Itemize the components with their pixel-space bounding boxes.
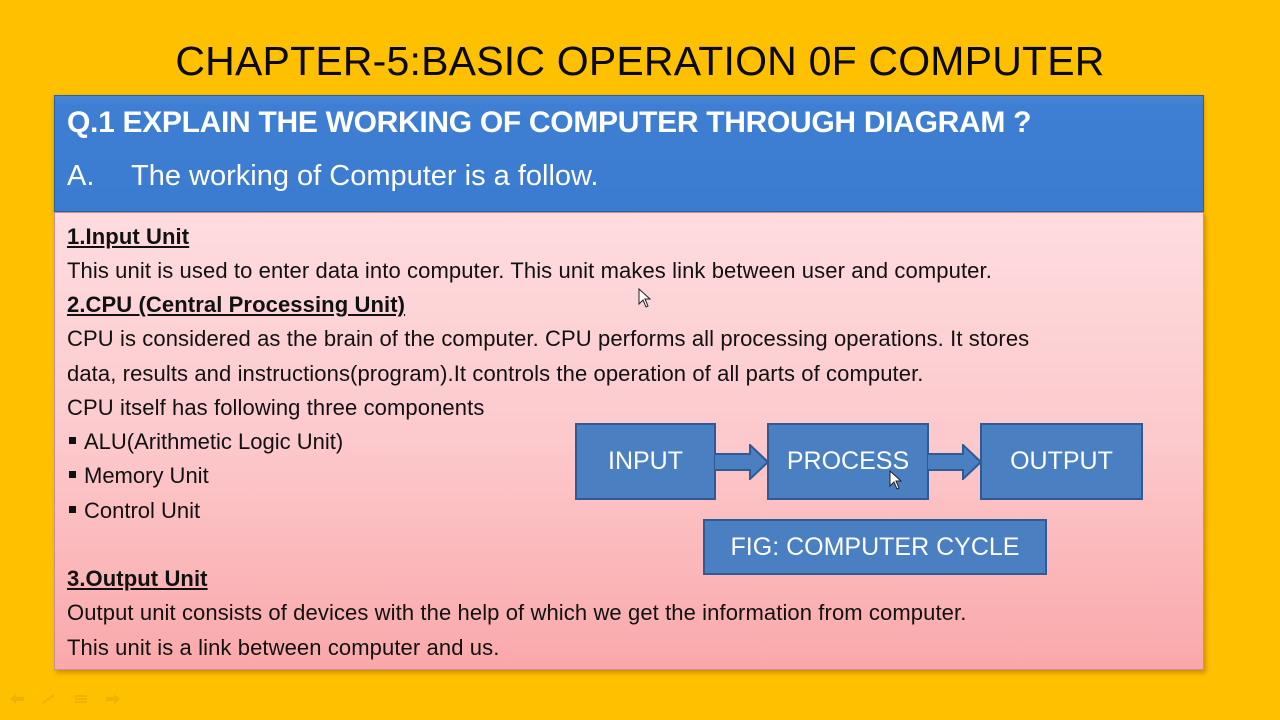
next-slide-icon[interactable] [106,694,120,704]
bullet-square-icon [69,470,76,478]
cpu-component-memory: Memory Unit [69,463,209,489]
diagram-input-box: INPUT [575,423,716,500]
diagram-output-box: OUTPUT [980,423,1143,500]
input-unit-text: This unit is used to enter data into com… [67,258,992,283]
cpu-text-line1: CPU is considered as the brain of the co… [67,326,1030,351]
slide-title: CHAPTER-5:BASIC OPERATION 0F COMPUTER [175,38,1105,84]
arrow-right-icon [927,444,983,480]
cpu-heading: 2.CPU (Central Processing Unit) [67,292,406,317]
cpu-text-line3: CPU itself has following three component… [67,395,485,420]
answer-letter: A. [67,160,95,192]
arrow-right-icon [714,444,770,480]
mouse-pointer-icon [889,470,903,490]
mouse-pointer-icon [638,288,652,308]
bullet-square-icon [69,436,76,444]
output-unit-heading: 3.Output Unit [67,566,208,591]
input-unit-heading: 1.Input Unit [67,224,190,249]
cpu-text-line2: data, results and instructions(program).… [67,361,924,386]
diagram-caption: FIG: COMPUTER CYCLE [703,519,1047,575]
bullet-square-icon [69,505,76,513]
diagram-process-box: PROCESS [767,423,929,500]
output-unit-text-line2: This unit is a link between computer and… [67,635,500,660]
output-unit-text-line1: Output unit consists of devices with the… [67,600,967,625]
slideshow-controls[interactable] [10,694,120,704]
cpu-component-alu: ALU(Arithmetic Logic Unit) [69,429,343,455]
previous-slide-icon[interactable] [10,694,24,704]
menu-icon[interactable] [74,694,88,704]
answer-text: The working of Computer is a follow. [131,160,599,192]
pen-icon[interactable] [42,694,56,704]
question-header: Q.1 EXPLAIN THE WORKING OF COMPUTER THRO… [54,95,1204,212]
cpu-component-control: Control Unit [69,498,200,524]
answer-line: A. The working of Computer is a follow. [67,160,598,193]
question-text: Q.1 EXPLAIN THE WORKING OF COMPUTER THRO… [67,106,1032,139]
